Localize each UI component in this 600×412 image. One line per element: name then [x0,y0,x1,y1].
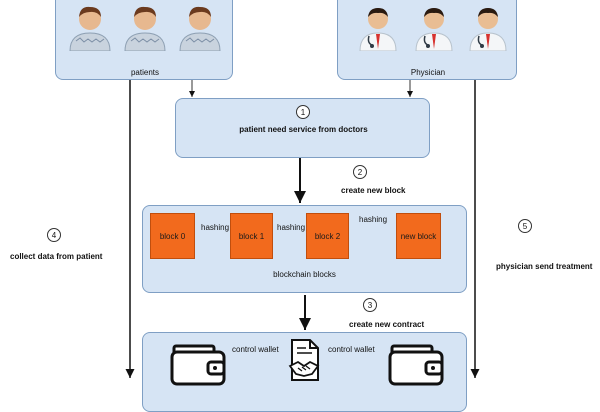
step-1-marker: 1 [296,105,310,119]
wallet-icon [388,340,446,391]
step-4-text: collect data from patient [10,252,103,261]
hashing-label-3: hashing [359,215,388,224]
step-5-text: physician send treatment [496,262,593,271]
step-4-marker: 4 [47,228,61,242]
doctor-avatar-icon [358,5,398,56]
patients-label: patients [130,68,160,77]
patient-avatar-icon [66,3,114,56]
doctor-avatar-icon [414,5,454,56]
physician-group: Physician [337,0,517,80]
handshake-contract-icon [286,338,322,387]
step-5-marker: 5 [518,219,532,233]
block-2: block 2 [306,213,349,259]
doctor-avatar-icon [468,5,508,56]
step-2-marker: 2 [353,165,367,179]
new-block: new block [396,213,441,259]
step-3-text: create new contract [349,320,425,329]
block-1: block 1 [230,213,273,259]
control-wallet-left-label: control wallet [232,345,279,354]
service-request-box: 1 patient need service from doctors [175,98,430,158]
patient-avatar-icon [121,3,169,56]
step-3-marker: 3 [363,298,377,312]
patients-group: patients [55,0,233,80]
hashing-label-2: hashing [277,223,306,232]
step-2-text: create new block [341,186,406,195]
patient-avatar-icon [176,3,224,56]
physician-label: Physician [410,68,446,77]
wallet-icon [170,340,228,391]
control-wallet-right-label: control wallet [328,345,375,354]
hashing-label-1: hashing [201,223,230,232]
blockchain-title: blockchain blocks [273,270,336,279]
step-1-text: patient need service from doctors [239,125,368,134]
block-0: block 0 [150,213,195,259]
